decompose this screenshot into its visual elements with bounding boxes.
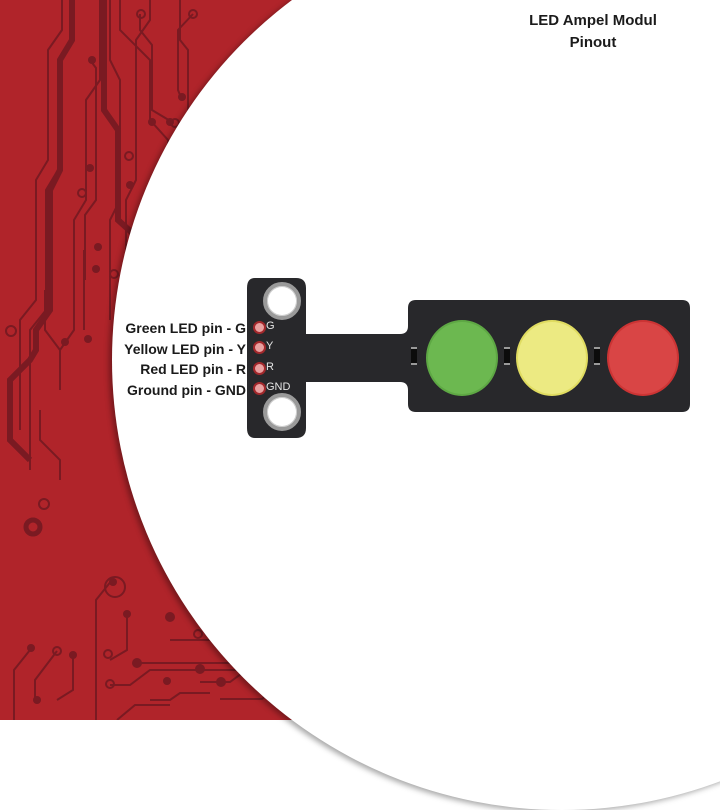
pin-code-y: Y: [266, 340, 274, 352]
pin-pad-g: [253, 321, 266, 334]
pin-label-ground: Ground pin - GND: [127, 381, 246, 398]
pin-pad-gnd: [253, 382, 266, 395]
led-green: [426, 320, 498, 396]
pin-label-yellow: Yellow LED pin - Y: [124, 340, 246, 357]
page-title: LED Ampel Modul Pinout: [528, 10, 658, 54]
pin-code-gnd: GND: [266, 381, 291, 393]
title-line-2: Pinout: [569, 34, 617, 51]
led-red: [607, 320, 679, 396]
pin-pad-y: [253, 341, 266, 354]
pin-label-list: Green LED pin - G Yellow LED pin - Y Red…: [100, 318, 246, 400]
smd-resistor-red: [594, 347, 600, 365]
mounting-hole-bottom: [263, 393, 301, 431]
pin-code-g: G: [266, 320, 275, 332]
led-yellow: [516, 320, 588, 396]
title-line-1: LED Ampel Modul: [529, 12, 657, 29]
pin-label-red: Red LED pin - R: [140, 361, 246, 377]
pin-code-r: R: [266, 361, 274, 373]
smd-resistor-green: [411, 347, 417, 365]
mounting-hole-top: [263, 282, 301, 320]
pin-label-green: Green LED pin - G: [125, 320, 246, 336]
pin-pad-r: [253, 362, 266, 375]
smd-resistor-yellow: [504, 347, 510, 365]
